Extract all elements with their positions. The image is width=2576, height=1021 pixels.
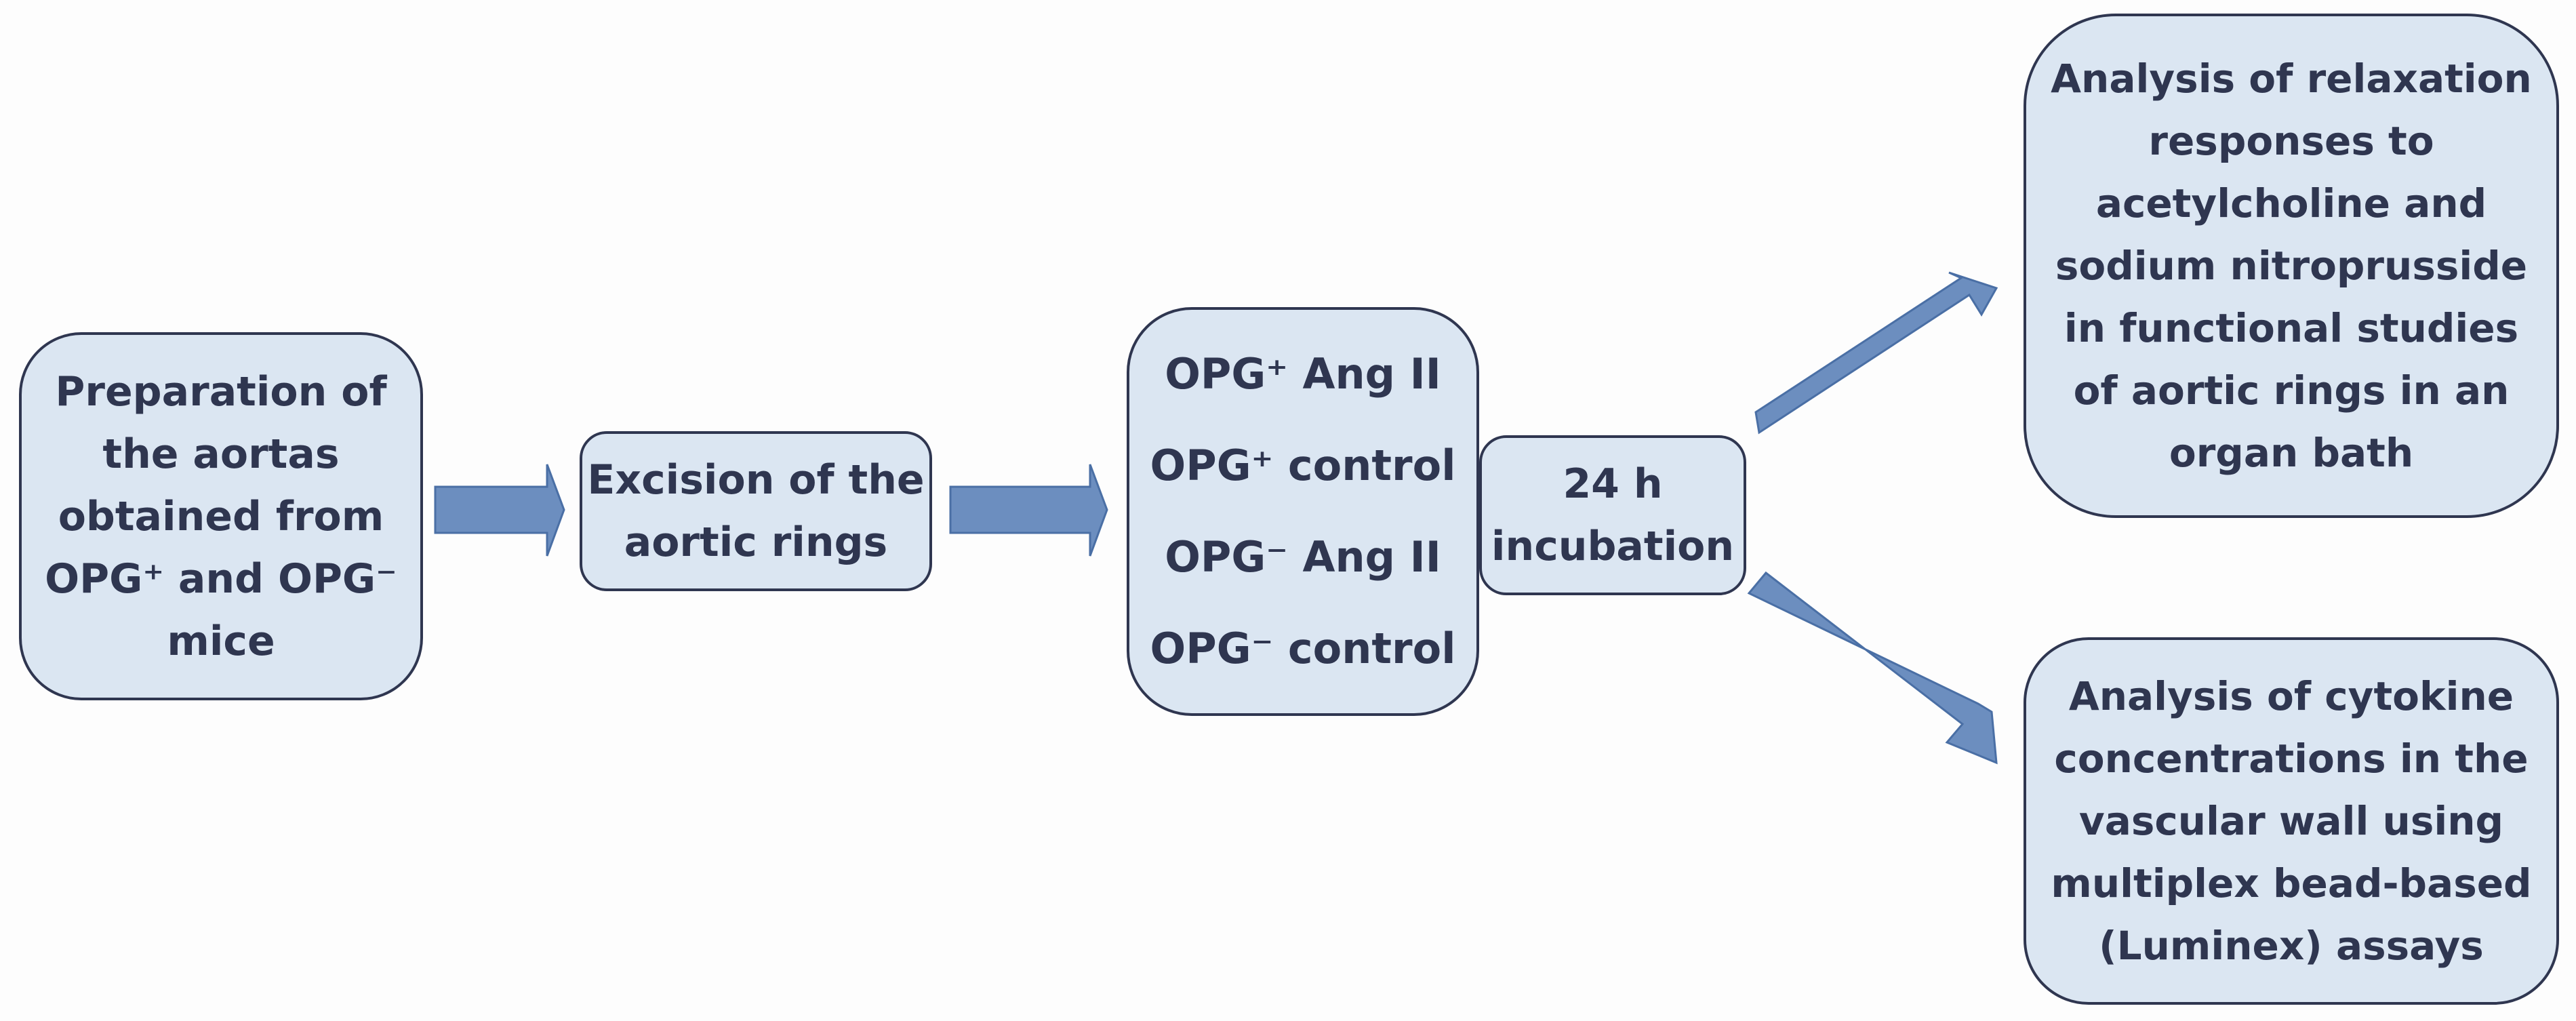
- group-opg-minus-control: OPG⁻ control: [1150, 623, 1456, 673]
- cytokine-analysis-text: Analysis of cytokine concentrations in t…: [2051, 673, 2532, 969]
- excision-text: Excision of the aortic rings: [587, 456, 925, 566]
- arrow-incubation-to-relaxation: [1754, 271, 1998, 435]
- preparation-box: Preparation of the aortas obtained from …: [19, 332, 423, 700]
- excision-box: Excision of the aortic rings: [580, 431, 932, 591]
- relaxation-analysis-box: Analysis of relaxation responses to acet…: [2024, 14, 2559, 518]
- arrow-excision-to-groups: [949, 464, 1108, 557]
- arrow-preparation-to-excision: [434, 464, 565, 557]
- group-opg-minus-ang-ii: OPG⁻ Ang II: [1165, 532, 1441, 582]
- experimental-groups-box: OPG⁺ Ang II OPG⁺ control OPG⁻ Ang II OPG…: [1127, 307, 1479, 716]
- arrow-incubation-to-cytokine: [1747, 571, 1998, 765]
- preparation-text: Preparation of the aortas obtained from …: [45, 367, 397, 665]
- relaxation-analysis-text: Analysis of relaxation responses to acet…: [2051, 56, 2532, 476]
- group-opg-plus-control: OPG⁺ control: [1150, 441, 1456, 491]
- incubation-box: 24 h incubation: [1479, 435, 1746, 595]
- incubation-text: 24 h incubation: [1491, 460, 1735, 570]
- group-opg-plus-ang-ii: OPG⁺ Ang II: [1165, 349, 1441, 399]
- cytokine-analysis-box: Analysis of cytokine concentrations in t…: [2024, 637, 2559, 1005]
